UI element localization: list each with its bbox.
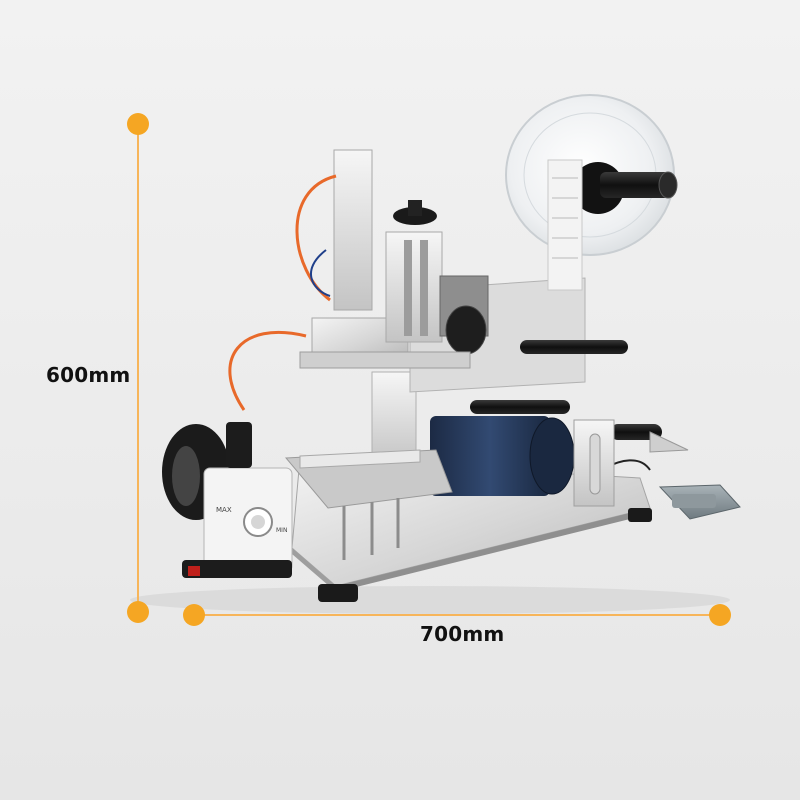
pump-max-text: MAX	[216, 506, 232, 514]
pump-min-text: MIN	[276, 527, 287, 534]
drive-motor	[430, 416, 550, 496]
adjuster-rod-left	[404, 240, 412, 336]
roller-upper	[520, 340, 628, 354]
floor-shadow	[130, 586, 730, 614]
width-dimension-label: 700mm	[420, 622, 505, 646]
pump-sight-glass-inner	[251, 515, 265, 529]
roller-middle	[470, 400, 570, 414]
pump-motor-fan	[172, 446, 200, 506]
width-marker-left	[183, 604, 205, 626]
height-dimension-label: 600mm	[46, 363, 131, 387]
foot-front-left	[318, 584, 358, 602]
bracket-slot	[589, 433, 601, 495]
foot-front-right	[628, 508, 652, 522]
pump-top-fitting	[226, 422, 252, 468]
roller-lower	[610, 424, 662, 440]
tray-guide	[299, 449, 421, 469]
tray-posts	[342, 498, 400, 560]
drive-motor-endcap	[529, 417, 575, 495]
pump-base	[182, 560, 292, 578]
air-hose-lower	[228, 330, 307, 411]
label-web-strip	[547, 159, 583, 291]
peel-plate	[299, 351, 471, 369]
guide-plate-tip	[649, 431, 689, 453]
label-web-marks	[552, 177, 578, 259]
pump-red-cap	[188, 566, 200, 576]
air-hose-upper	[295, 174, 337, 302]
support-column	[371, 371, 417, 465]
adjuster-frame	[385, 231, 443, 343]
vertical-slide-rail	[333, 149, 373, 311]
base-plate-edge	[292, 548, 336, 592]
adjuster-knob-stem	[408, 200, 422, 216]
height-marker-bottom	[127, 601, 149, 623]
width-marker-right	[709, 604, 731, 626]
reel-shaft-end	[658, 171, 678, 199]
sensor-cable	[310, 249, 331, 297]
adjuster-rod-right	[420, 240, 428, 336]
base-plate-front-edge	[336, 508, 650, 592]
height-marker-top	[127, 113, 149, 135]
reel-shaft	[600, 172, 670, 198]
drive-roller	[445, 305, 487, 355]
foot-pedal-top	[672, 494, 716, 508]
